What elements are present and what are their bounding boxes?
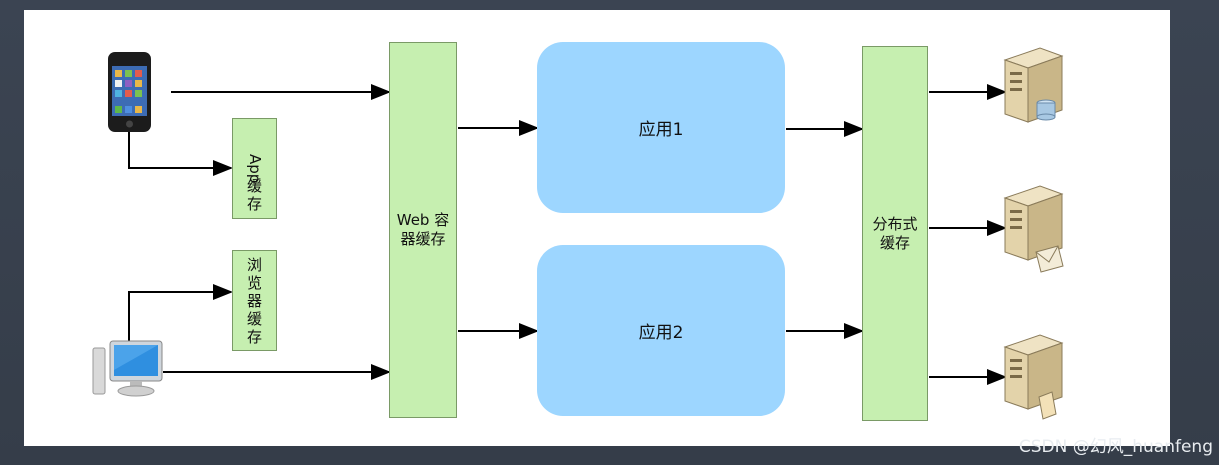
web-cache-label-line1: Web 容 bbox=[396, 211, 450, 229]
browser-cache-label: 浏览器缓存 bbox=[246, 255, 262, 346]
web-cache-label-line2: 器缓存 bbox=[400, 230, 446, 248]
browser-cache-box: 浏览器缓存 bbox=[232, 250, 277, 351]
web-container-cache-box: Web 容 器缓存 bbox=[389, 42, 457, 418]
app-cache-label-line1: App bbox=[246, 153, 264, 184]
distributed-cache-label-line1: 分布式 bbox=[872, 214, 918, 233]
csdn-watermark: CSDN @幻风_huanfeng bbox=[1018, 437, 1213, 457]
desktop-computer-icon bbox=[92, 340, 163, 397]
application-1-box: 应用1 bbox=[537, 42, 785, 213]
app-cache-box: App 缓存 bbox=[232, 118, 277, 219]
arrow-pc-browsercache bbox=[128, 284, 233, 342]
database-server-icon bbox=[1003, 47, 1064, 123]
app-cache-label-line2: 缓存 bbox=[246, 177, 262, 213]
arrow-phone-appcache bbox=[128, 132, 233, 176]
application-2-box: 应用2 bbox=[537, 245, 785, 416]
application-1-label: 应用1 bbox=[638, 120, 684, 140]
file-server-icon bbox=[1003, 334, 1064, 420]
smartphone-icon bbox=[108, 52, 151, 132]
mail-server-icon bbox=[1003, 185, 1064, 273]
application-2-label: 应用2 bbox=[638, 323, 684, 343]
distributed-cache-label-line2: 缓存 bbox=[879, 233, 910, 252]
distributed-cache-box: 分布式 缓存 bbox=[862, 46, 928, 421]
